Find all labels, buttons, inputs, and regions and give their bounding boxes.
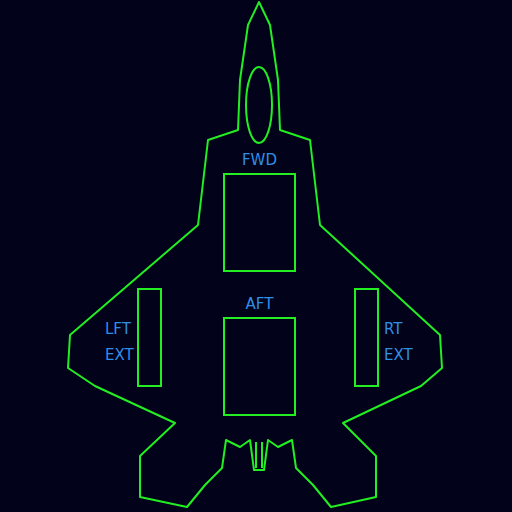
weapon-bay: RT EXT: [354, 288, 379, 387]
tail-line: [261, 442, 263, 468]
weapon-bay: AFT: [223, 317, 296, 416]
canopy-outline: [246, 67, 272, 143]
bay-label: AFT: [203, 291, 316, 317]
bay-label: LFT EXT: [105, 316, 136, 368]
bay-label: FWD: [203, 147, 316, 173]
airframe-outline: [68, 2, 442, 507]
tail-line: [255, 442, 257, 468]
weapon-bay: FWD: [223, 173, 296, 272]
bay-label: RT EXT: [384, 316, 415, 368]
weapon-bay: LFT EXT: [137, 288, 162, 387]
